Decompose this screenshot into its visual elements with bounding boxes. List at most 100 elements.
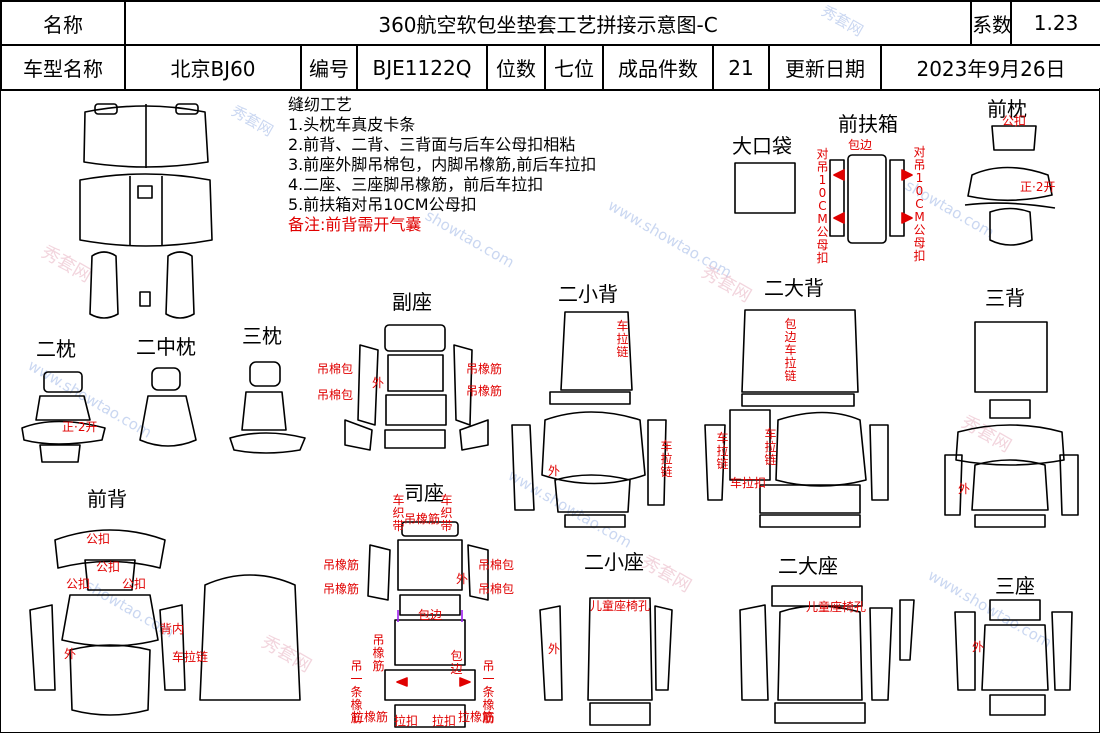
seats-value: 七位 (544, 44, 604, 91)
note-outer: 外 (456, 572, 469, 586)
label-big-pocket: 大口袋 (732, 134, 792, 158)
name-label: 名称 (0, 0, 126, 46)
sheet-title: 360航空软包坐垫套工艺拼接示意图-C (123, 0, 973, 46)
note-snap: 公扣 (122, 577, 147, 591)
second-small-back-pieces (511, 311, 667, 528)
label-second-big-back: 二大背 (764, 276, 824, 300)
label-second-small-seat: 二小座 (584, 550, 644, 574)
purple-markers (397, 610, 463, 622)
note-pull-elastic: 拉橡筋 (352, 710, 389, 724)
note-car-zipper: 车拉链 (616, 319, 629, 359)
note-elastic: 吊橡筋 (323, 558, 360, 572)
second-mid-pillow-pieces (139, 367, 197, 447)
label-third-back: 三背 (985, 286, 1025, 310)
note-cotton-pack: 吊棉包 (317, 388, 354, 402)
model-label: 车型名称 (0, 44, 126, 91)
note-car-pull-button: 车拉扣 (730, 476, 767, 490)
third-back-pieces (944, 321, 1079, 528)
note-hang-one-elastic: 吊一条橡筋 (482, 659, 495, 725)
pieces-value: 21 (712, 44, 770, 91)
code-label: 编号 (300, 44, 358, 91)
label-front-armrest: 前扶箱 (838, 112, 898, 136)
label-front-pillow: 前枕 (987, 97, 1027, 121)
note-second-pillow-slit: 正·2开 (62, 420, 98, 434)
label-driver-seat: 司座 (404, 481, 444, 505)
model-value: 北京BJ60 (124, 44, 302, 91)
note-hang-one-elastic: 吊一条橡筋 (350, 659, 363, 725)
note-car-zipper: 车拉链 (660, 439, 673, 479)
note-line: 3.前座外脚吊棉包，内脚吊橡筋,前后车拉扣 (288, 155, 597, 174)
note-back-in: 背内 (160, 622, 185, 636)
label-second-pillow: 二枕 (36, 337, 76, 361)
note-binding: 包边 (418, 608, 443, 622)
note-car-zipper: 车拉链 (172, 650, 209, 664)
second-big-back-pieces (704, 309, 889, 528)
note-hang-10cm: 对吊10CM公母扣 (913, 145, 926, 263)
pattern-drawing (21, 103, 1079, 728)
front-armrest-pieces (829, 154, 905, 244)
label-passenger-seat: 副座 (392, 290, 432, 314)
note-cotton-pack: 吊棉包 (317, 362, 354, 376)
label-second-small-back: 二小背 (558, 282, 618, 306)
note-hang-10cm: 对吊10CM公母扣 (816, 147, 829, 265)
note-outer: 外 (372, 376, 385, 390)
note-elastic: 吊橡筋 (466, 384, 503, 398)
date-value: 2023年9月26日 (879, 44, 1100, 91)
note-pull-button: 拉扣 (394, 714, 419, 728)
note-outer: 外 (548, 464, 561, 478)
note-elastic: 吊橡筋 (404, 512, 441, 526)
coef-value: 1.23 (1010, 0, 1100, 46)
note-car-zipper: 车拉链 (716, 431, 729, 471)
date-label: 更新日期 (768, 44, 882, 91)
passenger-seat-pieces (344, 324, 489, 451)
code-value: BJE1122Q (356, 44, 488, 91)
note-child-seat-hole: 儿童座椅孔 (806, 600, 867, 614)
seat-overview (79, 103, 213, 319)
note-elastic: 吊橡筋 (323, 582, 360, 596)
header-table: 名称 360航空软包坐垫套工艺拼接示意图-C 系数 1.23 车型名称 北京BJ… (0, 0, 1100, 91)
note-outer: 外 (972, 640, 985, 654)
big-pocket-piece (734, 162, 796, 214)
coef-label: 系数 (970, 0, 1013, 46)
note-front-pillow-snap: 公扣 (1002, 114, 1027, 128)
red-arrows (396, 169, 913, 687)
note-pull-button: 拉扣 (432, 714, 457, 728)
label-front-back: 前背 (87, 487, 127, 511)
note-binding-car-zipper: 包边车拉链 (784, 317, 797, 383)
note-outer: 外 (64, 647, 77, 661)
note-line: 5.前扶箱对吊10CM公母扣 (288, 195, 477, 214)
third-pillow-pieces (229, 361, 306, 454)
note-binding: 包边 (848, 138, 873, 152)
note-front-pillow-slit: 正·2开 (1020, 180, 1056, 194)
note-cotton-pack: 吊棉包 (478, 558, 515, 572)
notes-heading: 缝纫工艺 (288, 95, 353, 114)
note-cotton-pack: 吊棉包 (478, 582, 515, 596)
sewing-notes: 缝纫工艺 1.头枕车真皮卡条 2.前背、二背、三背面与后车公母扣相粘 3.前座外… (288, 95, 596, 235)
note-car-zipper: 车拉链 (764, 427, 777, 467)
label-third-seat: 三座 (995, 574, 1035, 598)
seats-label: 位数 (486, 44, 546, 91)
note-car-weave-tape: 车织带 (440, 493, 453, 533)
second-pillow-pieces (21, 371, 106, 463)
note-line: 2.前背、二背、三背面与后车公母扣相粘 (288, 135, 576, 154)
note-binding: 包边 (450, 649, 463, 676)
note-remark: 备注:前背需开气囊 (288, 215, 422, 234)
note-elastic: 吊橡筋 (372, 633, 385, 673)
note-line: 1.头枕车真皮卡条 (288, 115, 416, 134)
note-child-seat-hole: 儿童座椅孔 (590, 599, 651, 613)
note-line: 4.二座、三座脚吊橡筋，前后车拉扣 (288, 175, 544, 194)
front-back-pieces (29, 529, 301, 716)
label-second-big-seat: 二大座 (778, 554, 838, 578)
pieces-label: 成品件数 (602, 44, 714, 91)
note-outer: 外 (548, 642, 561, 656)
second-small-seat-pieces (539, 597, 673, 726)
third-seat-pieces (954, 599, 1073, 716)
note-car-weave-tape: 车织带 (392, 493, 405, 533)
driver-seat-pieces (367, 521, 489, 728)
label-second-mid-pillow: 二中枕 (136, 335, 196, 359)
note-elastic: 吊橡筋 (466, 362, 503, 376)
front-pillow-pieces (964, 125, 1056, 246)
note-snap: 公扣 (96, 560, 121, 574)
second-big-seat-pieces (739, 585, 915, 724)
note-pull-elastic: 拉橡筋 (458, 710, 495, 724)
